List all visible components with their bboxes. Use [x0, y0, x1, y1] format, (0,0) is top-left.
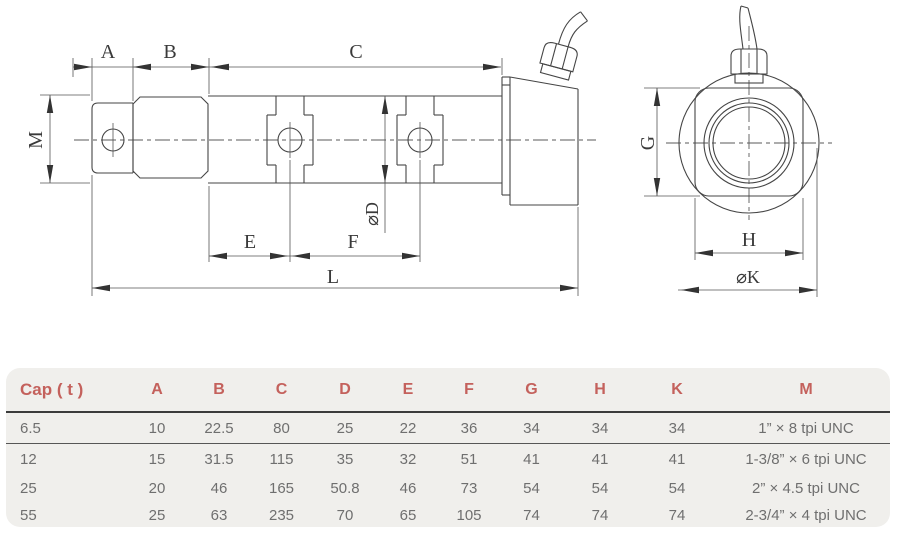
- body-outline-end: [678, 72, 820, 214]
- cell: 25: [148, 507, 166, 524]
- dim-label-m: M: [25, 131, 47, 149]
- table-header-row: Cap ( t ) A B C D E F G H K M: [6, 368, 890, 413]
- dim-label-b: B: [163, 41, 176, 63]
- cell: 25: [336, 419, 354, 437]
- cell: 1-3/8” × 6 tpi UNC: [745, 450, 867, 468]
- cell: 41: [668, 450, 686, 468]
- col-header-h: H: [594, 380, 606, 398]
- cell: 34: [591, 419, 609, 437]
- cell: 41: [591, 450, 609, 468]
- dim-m: M: [25, 94, 90, 184]
- cable-side: [557, 11, 581, 45]
- tube-body: [208, 95, 502, 184]
- cell: 22: [399, 419, 417, 437]
- cell: 2-3/4” × 4 tpi UNC: [745, 507, 867, 524]
- cell: 1” × 8 tpi UNC: [758, 419, 854, 437]
- left-block: [132, 96, 209, 179]
- cell: 46: [399, 479, 417, 497]
- cell: 54: [523, 479, 540, 497]
- dim-label-e: E: [244, 231, 256, 253]
- cell: 2” × 4.5 tpi UNC: [752, 479, 860, 497]
- dim-label-phi-d: ⌀D: [362, 202, 382, 226]
- dim-top: A B C: [72, 41, 503, 101]
- dim-phi-k: ⌀K: [678, 148, 818, 297]
- col-header-g: G: [525, 380, 538, 398]
- cell-cap: 25: [20, 479, 37, 497]
- dim-label-a: A: [101, 41, 116, 63]
- col-header-k: K: [671, 380, 683, 398]
- threaded-stud: [91, 102, 134, 174]
- mounting-boss-2: [396, 96, 444, 262]
- cell: 115: [269, 450, 294, 468]
- cell: 46: [210, 479, 228, 497]
- table-row: 25 20 46 165 50.8 46 73 54 54 54 2” × 4.…: [6, 474, 890, 502]
- cell: 50.8: [330, 479, 360, 497]
- dim-l: L: [91, 175, 579, 296]
- cell: 74: [591, 507, 609, 524]
- cell: 65: [399, 507, 417, 524]
- cable-gland-side: [539, 11, 588, 81]
- cell: 51: [460, 450, 478, 468]
- col-header-c: C: [275, 380, 288, 398]
- col-header-f: F: [464, 380, 474, 398]
- col-header-e: E: [402, 380, 414, 398]
- cell: 80: [273, 419, 290, 437]
- cell: 235: [268, 507, 295, 524]
- cell: 34: [523, 419, 540, 437]
- cell: 15: [148, 450, 166, 468]
- col-header-m: M: [799, 380, 813, 398]
- cell: 22.5: [204, 419, 234, 437]
- table-row: 55 25 63 235 70 65 105 74 74 74 2-3/4” ×…: [6, 502, 890, 529]
- dim-h: H: [694, 198, 804, 260]
- cell: 41: [523, 450, 540, 468]
- cell-cap: 6.5: [20, 419, 41, 437]
- cable-end: [739, 5, 744, 50]
- col-header-a: A: [151, 380, 163, 398]
- cell: 31.5: [204, 450, 234, 468]
- dim-phi-d: ⌀D: [362, 96, 389, 233]
- cell: 54: [591, 479, 609, 497]
- col-header-d: D: [339, 380, 351, 398]
- table-row: 12 15 31.5 115 35 32 51 41 41 41 1-3/8” …: [6, 444, 890, 474]
- cell: 74: [668, 507, 686, 524]
- cell-cap: 55: [20, 507, 37, 524]
- cell: 105: [456, 507, 482, 524]
- mounting-boss-1: [266, 96, 314, 262]
- cell: 54: [668, 479, 686, 497]
- end-housing: [501, 76, 579, 206]
- cell: 32: [399, 450, 417, 468]
- dim-g: G: [637, 87, 700, 197]
- cell-cap: 12: [20, 450, 37, 468]
- col-header-b: B: [213, 380, 225, 398]
- cell: 35: [336, 450, 354, 468]
- cell: 73: [460, 479, 478, 497]
- dim-label-f: F: [347, 231, 358, 253]
- cell: 74: [523, 507, 540, 524]
- cell: 10: [148, 419, 166, 437]
- dim-label-l: L: [327, 266, 339, 288]
- dim-label-c: C: [349, 41, 362, 63]
- dimension-table: Cap ( t ) A B C D E F G H K M 6.5 10 22.…: [6, 368, 890, 527]
- table-row: 6.5 10 22.5 80 25 22 36 34 34 34 1” × 8 …: [6, 413, 890, 444]
- dim-e-f: E F: [208, 186, 420, 262]
- cell: 63: [210, 507, 228, 524]
- side-view: A B C M ⌀D: [25, 11, 596, 296]
- cell: 34: [668, 419, 686, 437]
- cell: 20: [148, 479, 166, 497]
- cell: 165: [268, 479, 295, 497]
- cell: 36: [460, 419, 478, 437]
- dim-label-phi-k: ⌀K: [736, 267, 760, 287]
- cell: 70: [336, 507, 354, 524]
- cable-gland-end: [730, 5, 768, 84]
- boss-square-end: [694, 87, 804, 197]
- dim-label-g: G: [637, 136, 659, 150]
- technical-drawing: A B C M ⌀D: [25, 5, 832, 297]
- end-view: G H ⌀K: [637, 5, 832, 297]
- col-header-cap: Cap ( t ): [20, 379, 84, 399]
- dim-label-h: H: [742, 229, 756, 251]
